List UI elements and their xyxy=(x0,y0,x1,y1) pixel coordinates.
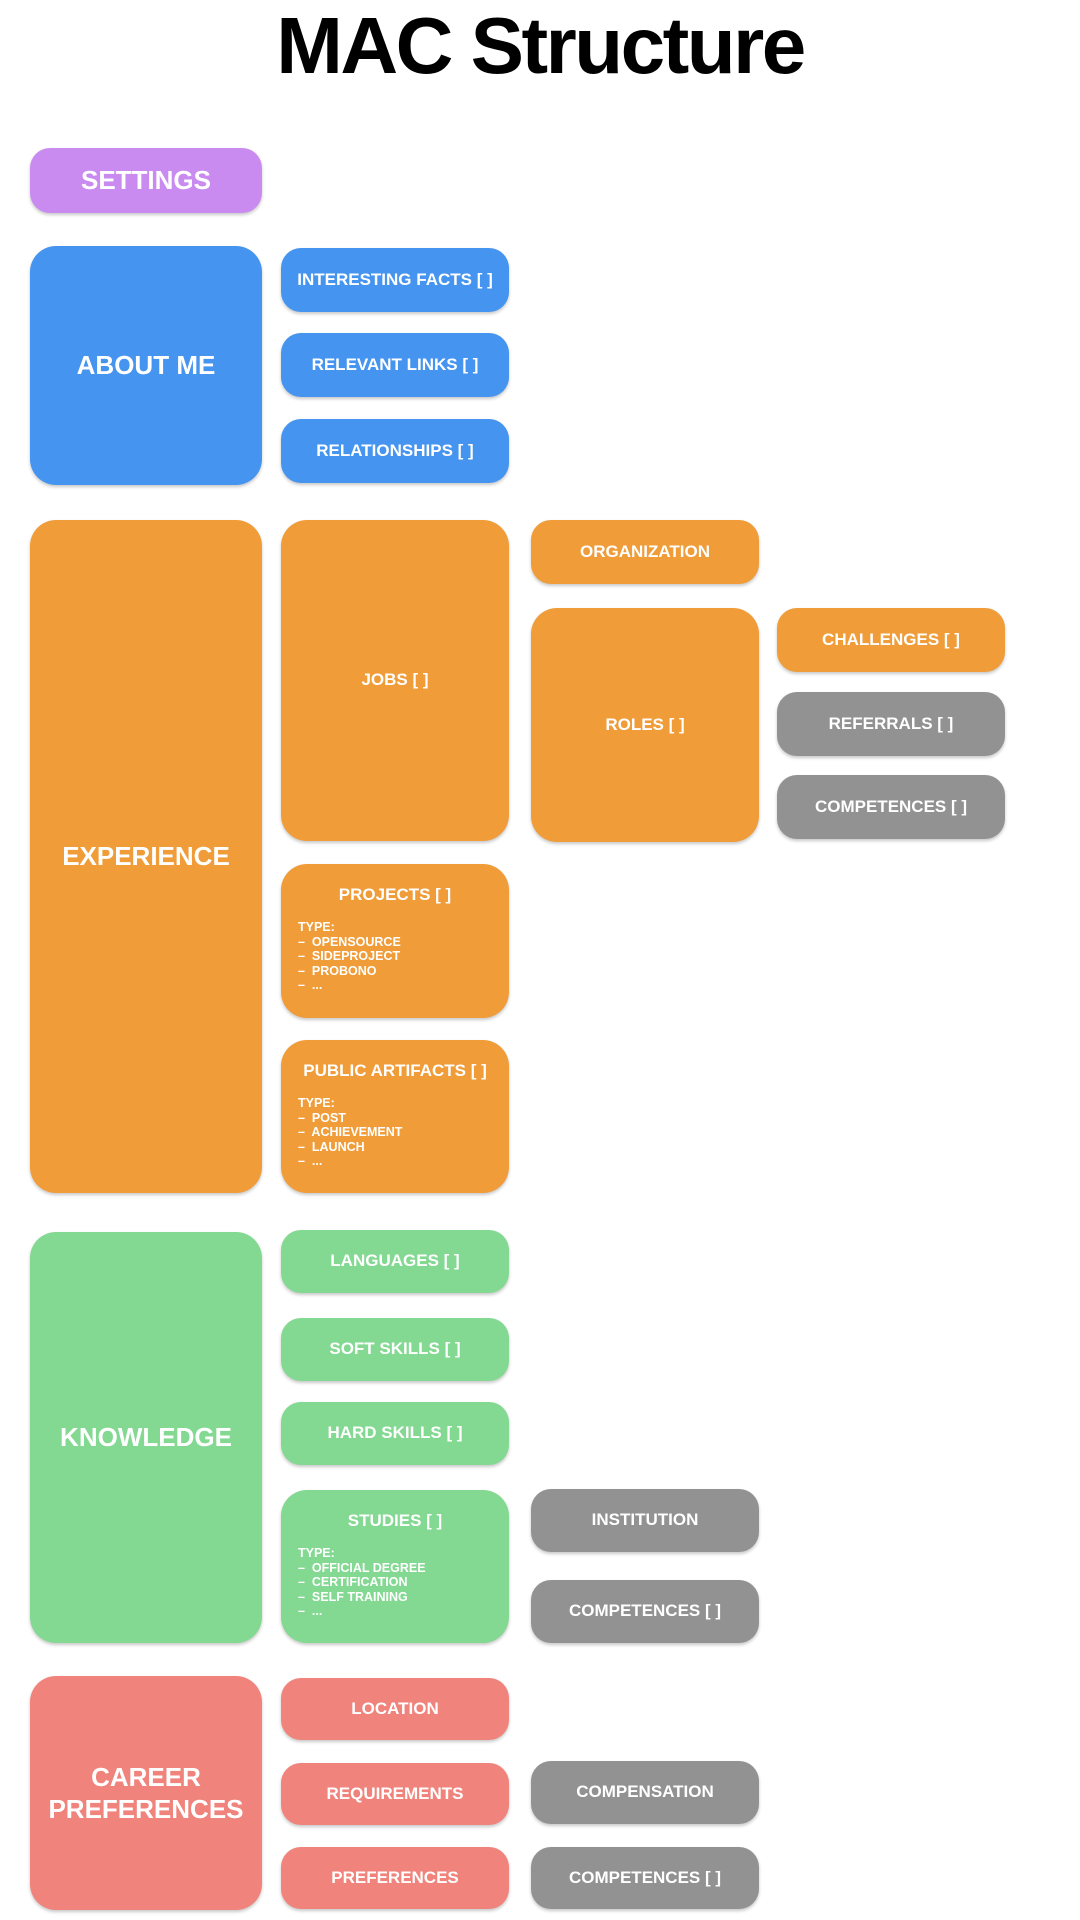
soft-skills-label: SOFT SKILLS [ ] xyxy=(329,1339,461,1359)
location-label: LOCATION xyxy=(351,1698,439,1718)
compensation-box: COMPENSATION xyxy=(531,1761,759,1824)
type-line: – ACHIEVEMENT xyxy=(298,1125,403,1139)
experience-label: EXPERIENCE xyxy=(62,841,230,872)
type-line: – OFFICIAL DEGREE xyxy=(298,1560,426,1575)
studies-competences-box: COMPETENCES [ ] xyxy=(531,1580,759,1643)
hard-skills-label: HARD SKILLS [ ] xyxy=(327,1423,463,1443)
projects-type-list: – OPENSOURCE– SIDEPROJECT– PROBONO– ... xyxy=(298,935,509,993)
referrals-box: REFERRALS [ ] xyxy=(777,692,1005,756)
interesting-facts-label: INTERESTING FACTS [ ] xyxy=(297,269,493,289)
type-line: – SELF TRAINING xyxy=(298,1589,408,1604)
studies-type-block: TYPE: – OFFICIAL DEGREE– CERTIFICATION– … xyxy=(298,1546,509,1619)
jobs-box: JOBS [ ] xyxy=(281,520,509,841)
public-artifacts-box: PUBLIC ARTIFACTS [ ] TYPE: – POST– ACHIE… xyxy=(281,1040,509,1193)
type-line: – PROBONO xyxy=(298,963,377,978)
type-line: – POST xyxy=(298,1110,346,1125)
settings-box: SETTINGS xyxy=(30,148,262,213)
career-preferences-label: CAREER PREFERENCES xyxy=(48,1761,244,1825)
about-me-label: ABOUT ME xyxy=(76,350,216,381)
type-heading: TYPE: xyxy=(298,1546,335,1560)
roles-competences-box: COMPETENCES [ ] xyxy=(777,775,1005,839)
challenges-label: CHALLENGES [ ] xyxy=(822,629,960,649)
type-line: – SIDEPROJECT xyxy=(298,949,401,963)
type-line: – CERTIFICATION xyxy=(298,1575,408,1589)
career-preferences-box: CAREER PREFERENCES xyxy=(30,1676,262,1910)
preferences-box: PREFERENCES xyxy=(281,1847,509,1909)
studies-label: STUDIES [ ] xyxy=(347,1511,443,1530)
organization-box: ORGANIZATION xyxy=(531,520,759,584)
languages-label: LANGUAGES [ ] xyxy=(330,1251,460,1271)
knowledge-label: KNOWLEDGE xyxy=(60,1422,232,1453)
soft-skills-box: SOFT SKILLS [ ] xyxy=(281,1318,509,1381)
interesting-facts-box: INTERESTING FACTS [ ] xyxy=(281,248,509,312)
type-heading: TYPE: xyxy=(298,1096,335,1110)
location-box: LOCATION xyxy=(281,1678,509,1740)
knowledge-box: KNOWLEDGE xyxy=(30,1232,262,1643)
institution-box: INSTITUTION xyxy=(531,1489,759,1552)
jobs-label: JOBS [ ] xyxy=(361,670,429,690)
relationships-label: RELATIONSHIPS [ ] xyxy=(316,440,474,460)
page-title: MAC Structure xyxy=(276,1,806,90)
referrals-label: REFERRALS [ ] xyxy=(828,713,954,733)
type-line: – ... xyxy=(298,978,323,992)
institution-label: INSTITUTION xyxy=(591,1510,699,1530)
public-artifacts-type-list: – POST– ACHIEVEMENT– LAUNCH– ... xyxy=(298,1111,509,1169)
studies-type-list: – OFFICIAL DEGREE– CERTIFICATION– SELF T… xyxy=(298,1561,509,1619)
settings-label: SETTINGS xyxy=(80,165,211,196)
relevant-links-label: RELEVANT LINKS [ ] xyxy=(311,354,479,374)
type-line: – ... xyxy=(298,1604,323,1618)
about-me-box: ABOUT ME xyxy=(30,246,262,485)
type-line: – LAUNCH xyxy=(298,1139,365,1154)
challenges-box: CHALLENGES [ ] xyxy=(777,608,1005,672)
languages-box: LANGUAGES [ ] xyxy=(281,1230,509,1293)
career-competences-box: COMPETENCES [ ] xyxy=(531,1847,759,1909)
roles-box: ROLES [ ] xyxy=(531,608,759,842)
preferences-label: PREFERENCES xyxy=(331,1867,459,1887)
relationships-box: RELATIONSHIPS [ ] xyxy=(281,419,509,483)
projects-box: PROJECTS [ ] TYPE: – OPENSOURCE– SIDEPRO… xyxy=(281,864,509,1018)
projects-label: PROJECTS [ ] xyxy=(338,885,452,904)
compensation-label: COMPENSATION xyxy=(576,1782,714,1802)
relevant-links-box: RELEVANT LINKS [ ] xyxy=(281,333,509,397)
requirements-box: REQUIREMENTS xyxy=(281,1763,509,1825)
type-heading: TYPE: xyxy=(298,920,335,934)
public-artifacts-type-block: TYPE: – POST– ACHIEVEMENT– LAUNCH– ... xyxy=(298,1096,509,1169)
experience-box: EXPERIENCE xyxy=(30,520,262,1193)
requirements-label: REQUIREMENTS xyxy=(326,1783,464,1803)
hard-skills-box: HARD SKILLS [ ] xyxy=(281,1402,509,1465)
studies-competences-label: COMPETENCES [ ] xyxy=(568,1601,722,1621)
roles-competences-label: COMPETENCES [ ] xyxy=(814,796,968,816)
type-line: – ... xyxy=(298,1154,323,1168)
public-artifacts-label: PUBLIC ARTIFACTS [ ] xyxy=(303,1061,487,1080)
roles-label: ROLES [ ] xyxy=(605,714,685,734)
studies-box: STUDIES [ ] TYPE: – OFFICIAL DEGREE– CER… xyxy=(281,1490,509,1643)
type-line: – OPENSOURCE xyxy=(298,934,401,949)
projects-type-block: TYPE: – OPENSOURCE– SIDEPROJECT– PROBONO… xyxy=(298,920,509,993)
organization-label: ORGANIZATION xyxy=(579,541,710,561)
career-competences-label: COMPETENCES [ ] xyxy=(568,1867,722,1887)
